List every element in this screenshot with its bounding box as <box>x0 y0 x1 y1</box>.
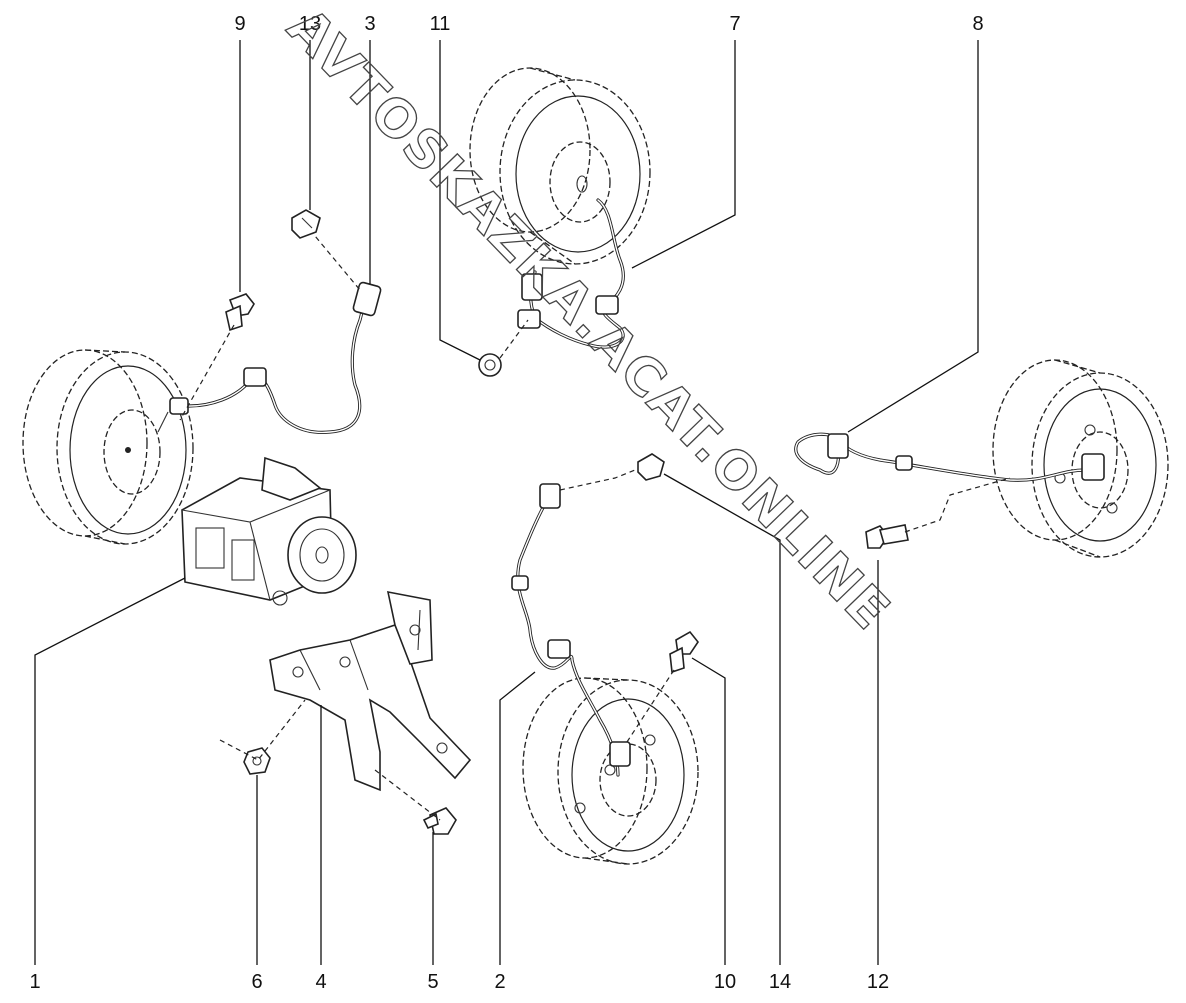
wheel-speed-sensor-front-left <box>157 281 382 434</box>
sensor-mount-line-14 <box>559 467 641 491</box>
wheel-rear-left <box>469 67 651 265</box>
callout-5: 5 <box>427 971 438 993</box>
wheel-speed-sensor-rear-right <box>794 432 1105 482</box>
leader-lines <box>34 40 979 965</box>
abs-hydraulic-unit <box>181 456 357 606</box>
bolt-5 <box>422 807 457 835</box>
callout-12: 12 <box>867 971 889 993</box>
abs-bracket <box>269 590 472 792</box>
callout-labels: 9 13 3 11 7 8 1 6 4 5 2 10 14 12 <box>29 13 983 993</box>
fastener-line-9 <box>179 324 235 421</box>
wheel-speed-sensor-front-right <box>511 483 631 777</box>
callout-11: 11 <box>430 13 451 35</box>
callout-6: 6 <box>251 971 262 993</box>
fastener-line-12 <box>904 477 1011 533</box>
callout-3: 3 <box>364 13 375 35</box>
fastener-line-10 <box>624 669 675 746</box>
wheel-rear-right <box>992 359 1169 558</box>
callout-13: 13 <box>299 13 321 35</box>
nut-6 <box>243 747 271 775</box>
wheel-front-left <box>22 349 194 545</box>
bolt-9 <box>225 293 255 332</box>
wheel-front-right <box>522 677 699 865</box>
callout-4: 4 <box>315 971 326 993</box>
clip-13 <box>291 209 321 239</box>
bolt-10 <box>669 630 699 674</box>
wheel-speed-sensor-rear-left <box>517 198 625 349</box>
clip-14 <box>637 453 665 481</box>
bolt-11 <box>478 353 502 377</box>
callout-8: 8 <box>972 13 983 35</box>
bolt-12 <box>865 524 909 549</box>
sensor-mount-line-3 <box>309 229 361 291</box>
callout-1: 1 <box>29 971 40 993</box>
callout-14: 14 <box>769 971 791 993</box>
callout-7: 7 <box>729 13 740 35</box>
fastener-line-11 <box>499 319 529 359</box>
callout-2: 2 <box>494 971 505 993</box>
callout-10: 10 <box>714 971 736 993</box>
fastener-line-5 <box>374 769 441 821</box>
callout-9: 9 <box>234 13 245 35</box>
watermark: AVTOSKAZKA.ACAT.ONLINE <box>276 0 902 642</box>
fastener-line-6 <box>219 699 306 761</box>
